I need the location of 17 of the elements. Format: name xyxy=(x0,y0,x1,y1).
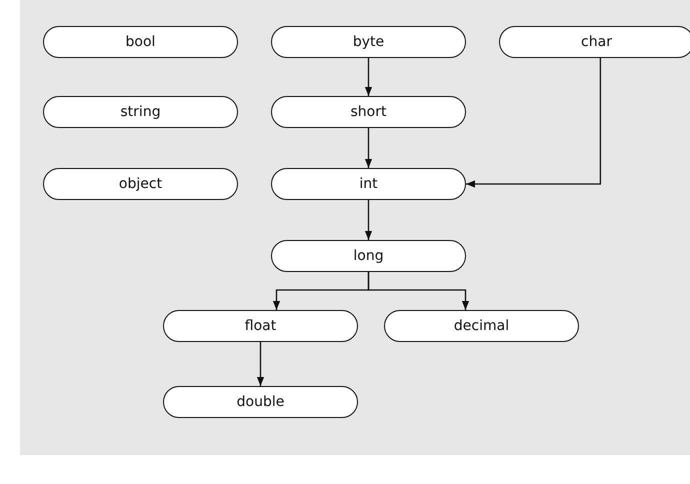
arrow xyxy=(256,342,264,386)
type-box: short xyxy=(271,96,466,128)
type-box: decimal xyxy=(384,310,579,342)
type-box: float xyxy=(163,310,358,342)
type-box: bool xyxy=(43,26,238,58)
type-box: int xyxy=(271,168,466,200)
arrow xyxy=(364,128,372,168)
arrow xyxy=(466,58,602,188)
type-box: long xyxy=(271,240,466,272)
arrow xyxy=(364,200,372,240)
type-box: object xyxy=(43,168,238,200)
type-box: byte xyxy=(271,26,466,58)
arrow xyxy=(368,272,470,310)
arrow xyxy=(364,58,372,96)
type-box: double xyxy=(163,386,358,418)
type-box: char xyxy=(499,26,690,58)
type-box: string xyxy=(43,96,238,128)
